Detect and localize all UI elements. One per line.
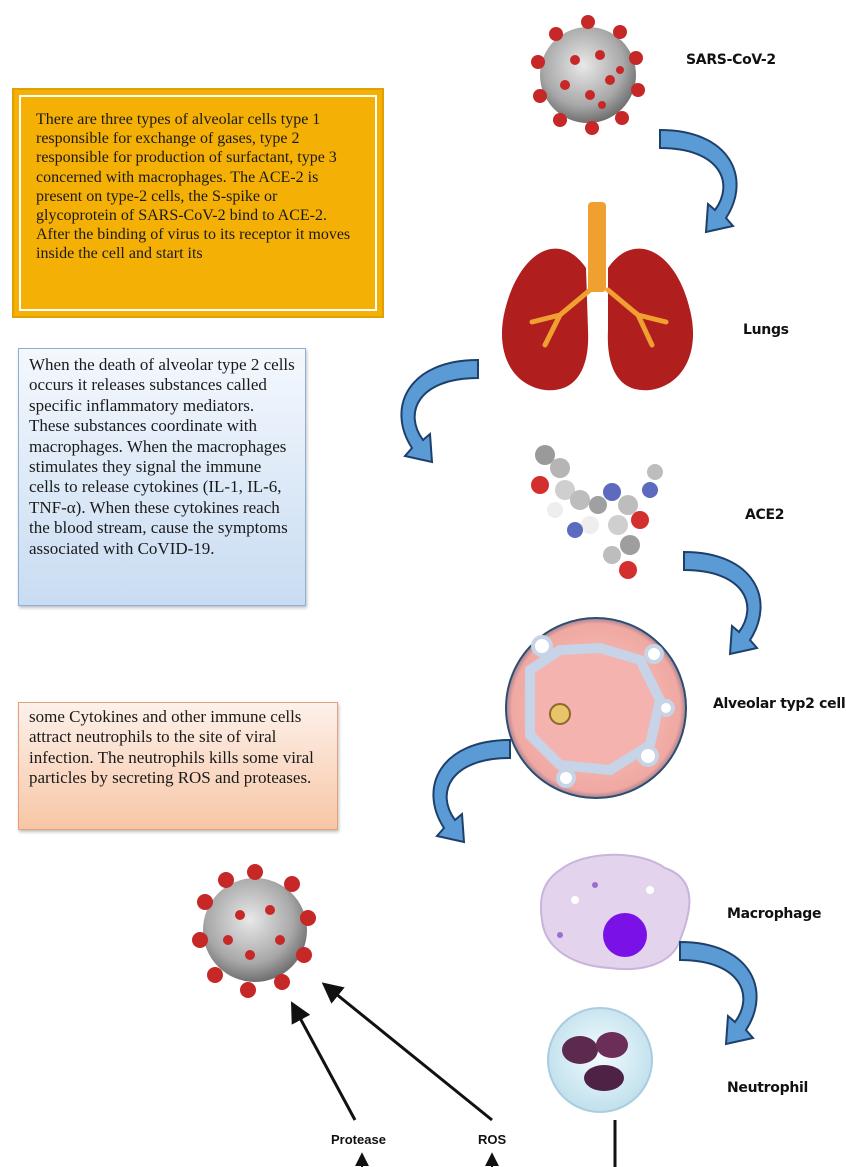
alveolar-cell-image <box>506 618 686 798</box>
label-neutrophil: Neutrophil <box>727 1080 808 1096</box>
curved-arrow-1 <box>660 130 737 232</box>
label-macrophage: Macrophage <box>727 906 821 922</box>
label-ace2: ACE2 <box>745 507 784 523</box>
curved-arrow-3 <box>684 552 761 654</box>
neutrophil-image <box>548 1008 652 1112</box>
label-alveolar-cell: Alveolar typ2 cell <box>713 696 845 712</box>
ros-arrow <box>325 985 492 1120</box>
neutrophils-box: some Cytokines and other immune cells at… <box>18 702 338 830</box>
ace2-molecule-image <box>531 445 663 579</box>
curved-arrow-2 <box>401 360 478 462</box>
label-protease: Protease <box>331 1132 386 1147</box>
virus-top-image <box>531 15 645 135</box>
label-ros: ROS <box>478 1132 506 1147</box>
protease-arrow <box>293 1005 355 1120</box>
label-lungs: Lungs <box>743 322 789 338</box>
macrophage-image <box>541 855 690 969</box>
lungs-image <box>502 202 693 390</box>
curved-arrow-4 <box>433 740 510 842</box>
inflammation-box: When the death of alveolar type 2 cells … <box>18 348 306 606</box>
curved-arrow-5 <box>680 942 757 1044</box>
alveolar-types-box: There are three types of alveolar cells … <box>12 88 384 318</box>
label-sars-cov-2: SARS-CoV-2 <box>686 52 776 68</box>
virus-bottom-image <box>192 864 316 998</box>
